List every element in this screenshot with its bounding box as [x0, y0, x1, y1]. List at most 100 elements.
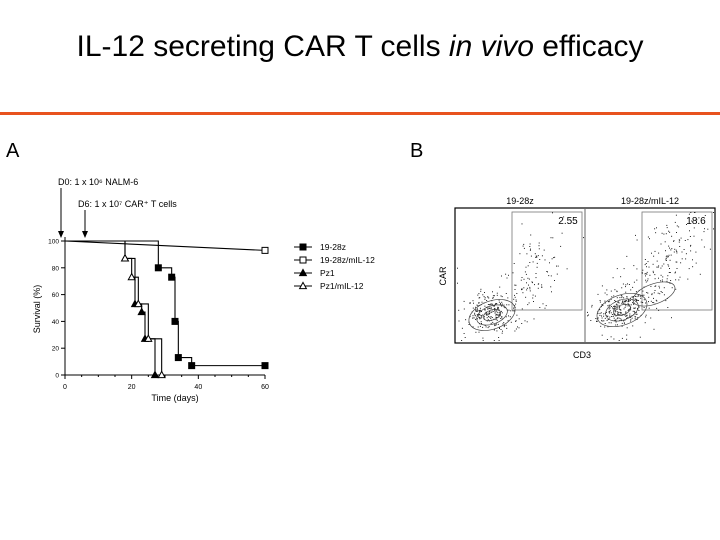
- event-dot: [537, 287, 539, 289]
- event-dot: [479, 297, 481, 299]
- series-19-28z: [65, 240, 269, 370]
- event-dot: [604, 292, 606, 294]
- event-dot: [490, 308, 492, 310]
- event-dot: [652, 272, 654, 274]
- event-dot: [491, 317, 493, 318]
- event-dot: [673, 251, 675, 253]
- event-dot: [658, 252, 660, 254]
- event-dot: [475, 318, 476, 320]
- event-dot: [667, 307, 669, 308]
- event-dot: [529, 249, 531, 251]
- event-dot: [707, 228, 709, 230]
- event-dot: [513, 310, 515, 312]
- event-dot: [679, 239, 681, 241]
- event-dot: [646, 292, 648, 293]
- event-dot: [616, 318, 618, 320]
- event-dot: [680, 262, 682, 264]
- event-dot: [475, 310, 477, 312]
- event-dot: [490, 311, 492, 313]
- event-dot: [608, 318, 610, 320]
- event-dot: [495, 319, 497, 321]
- event-dot: [492, 297, 494, 299]
- event-dot: [646, 266, 647, 268]
- event-dot: [647, 278, 649, 280]
- event-dot: [482, 340, 484, 341]
- data-point: [168, 273, 176, 281]
- event-dot: [604, 300, 606, 302]
- event-dot: [515, 328, 517, 330]
- series-Pz1: [65, 240, 160, 379]
- event-dot: [604, 323, 606, 324]
- event-dot: [538, 248, 540, 250]
- event-dot: [603, 315, 605, 317]
- event-dot: [637, 294, 639, 296]
- legend-label: Pz1/mIL-12: [320, 281, 364, 291]
- event-dot: [617, 304, 619, 306]
- event-dot: [649, 274, 651, 276]
- gate-percent-right: 18.6: [686, 216, 706, 227]
- event-dot: [678, 279, 680, 281]
- event-dot: [623, 308, 625, 310]
- event-dot: [634, 312, 636, 314]
- event-dot: [703, 231, 705, 233]
- event-dot: [494, 325, 496, 327]
- event-dot: [556, 273, 558, 275]
- event-dot: [658, 285, 660, 287]
- event-dot: [647, 261, 649, 263]
- contour-line: [613, 304, 631, 316]
- event-dot: [561, 232, 563, 234]
- event-dot: [538, 242, 540, 244]
- event-dot: [675, 249, 677, 251]
- event-dot: [464, 337, 466, 338]
- event-dot: [634, 298, 636, 300]
- event-dot: [668, 230, 670, 232]
- event-dot: [539, 307, 541, 308]
- event-dot: [503, 306, 505, 308]
- event-dot: [599, 314, 601, 316]
- event-dot: [517, 326, 518, 328]
- event-dot: [674, 221, 676, 223]
- event-dot: [530, 248, 531, 250]
- event-dot: [676, 225, 678, 227]
- event-dot: [539, 259, 541, 260]
- event-dot: [625, 291, 627, 293]
- event-dot: [472, 315, 474, 317]
- event-dot: [534, 284, 535, 286]
- event-dot: [550, 286, 552, 288]
- event-dot: [601, 315, 602, 317]
- event-dot: [510, 321, 512, 323]
- event-dot: [614, 311, 616, 313]
- event-dot: [587, 315, 588, 317]
- event-dot: [660, 274, 662, 276]
- event-dot: [665, 233, 667, 235]
- event-dot: [611, 316, 613, 317]
- slide-title: IL-12 secreting CAR T cells in vivo effi…: [0, 30, 720, 64]
- event-dot: [505, 273, 507, 275]
- event-dot: [621, 337, 623, 339]
- event-dot: [478, 309, 480, 311]
- event-dot: [499, 304, 501, 305]
- event-dot: [644, 264, 646, 266]
- event-dot: [535, 273, 537, 274]
- event-dot: [665, 250, 666, 252]
- event-dot: [501, 296, 503, 298]
- event-dot: [468, 324, 470, 325]
- event-dot: [476, 309, 478, 311]
- event-dot: [479, 313, 481, 315]
- event-dot: [619, 306, 621, 307]
- event-dot: [480, 290, 482, 292]
- event-dot: [513, 263, 515, 264]
- event-dot: [614, 319, 616, 321]
- event-dot: [489, 310, 490, 312]
- event-dot: [606, 289, 608, 291]
- event-dot: [625, 316, 627, 317]
- event-dot: [621, 297, 623, 299]
- event-dot: [627, 302, 629, 304]
- event-dot: [616, 297, 618, 299]
- event-dot: [668, 254, 670, 256]
- event-dot: [626, 296, 628, 297]
- event-dot: [521, 223, 523, 225]
- event-dot: [645, 316, 647, 318]
- event-dot: [478, 302, 479, 304]
- event-dot: [653, 302, 655, 304]
